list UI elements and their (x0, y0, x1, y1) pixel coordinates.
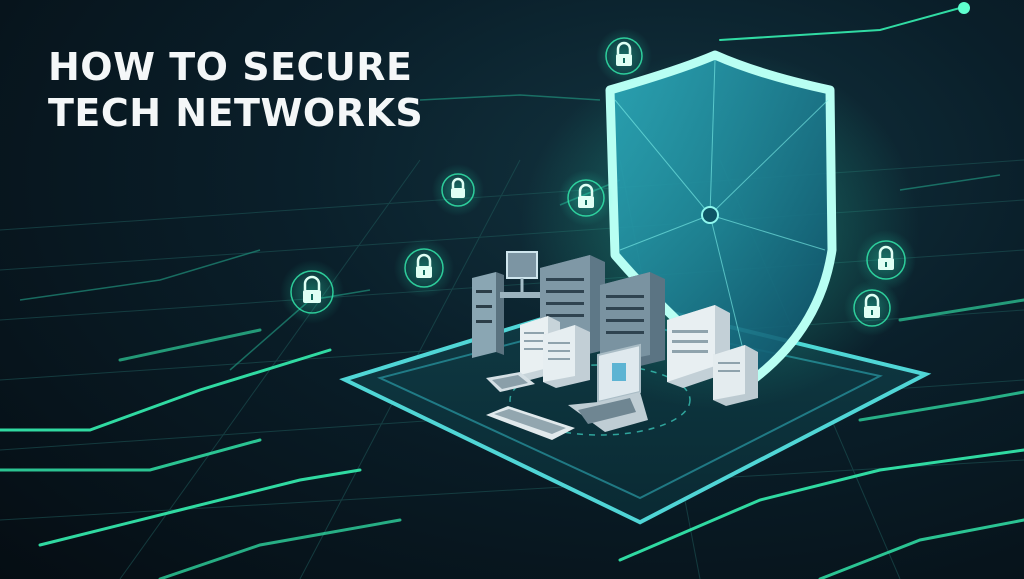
padlock-icon (280, 260, 344, 324)
server-box-icon (713, 345, 758, 406)
padlock-icon (394, 238, 454, 298)
padlock-icon (596, 28, 652, 84)
laptop-icon (568, 343, 648, 432)
server-box-icon (543, 325, 590, 388)
circuit-traces (0, 7, 1024, 579)
keyboard-icon (486, 406, 575, 440)
padlock-icon (558, 170, 614, 226)
title-line-1: HOW TO SECURE (48, 45, 413, 89)
title-line-2: TECH NETWORKS (48, 91, 424, 135)
monitor-icon (500, 251, 540, 298)
padlock-icon (844, 280, 900, 336)
server-rack-icon (472, 272, 504, 358)
padlock-icon (432, 164, 484, 216)
padlock-icon (856, 230, 916, 290)
circuit-node (958, 2, 970, 14)
server-tower-icon (600, 272, 665, 372)
page-title: HOW TO SECURE TECH NETWORKS (48, 44, 423, 136)
keyboard-icon (486, 372, 535, 392)
padlock-group (280, 28, 916, 336)
